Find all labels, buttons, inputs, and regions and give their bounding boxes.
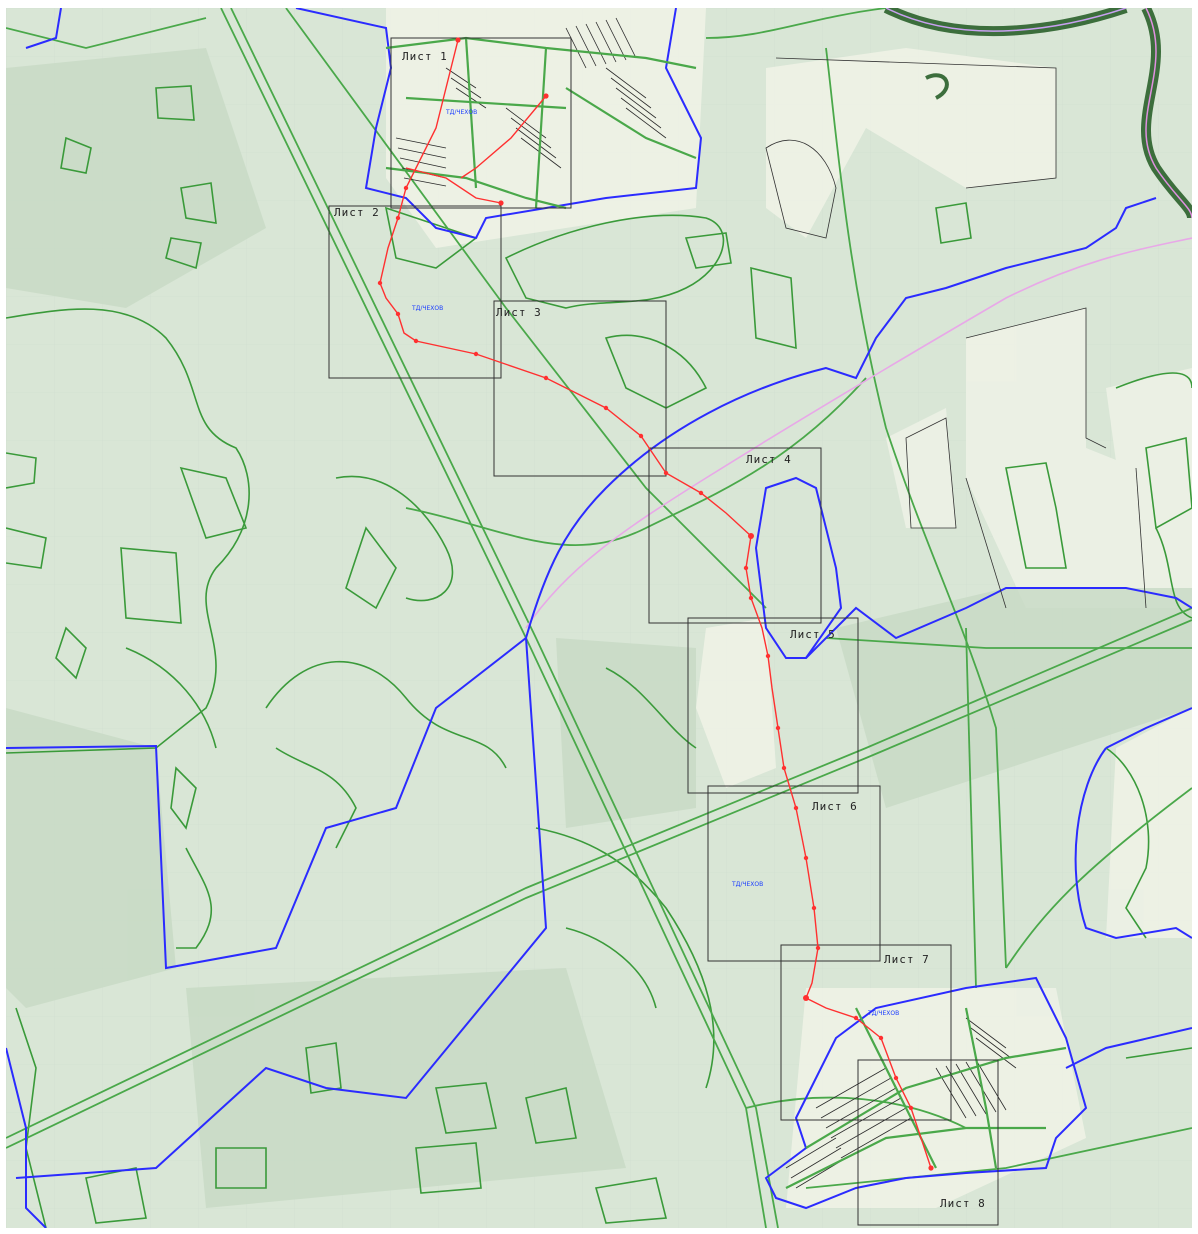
town-north-streets [395,17,667,187]
cadastral-lines [765,57,1147,609]
sheet-4-label: Лист 4 [746,453,792,466]
forest-outlines [6,85,1192,1228]
site-label: ТД/ЧЕХОВ [411,305,443,312]
sheet-2-frame [328,205,502,379]
pink-corridor-line [525,237,1192,629]
sheet-2-label: Лист 2 [334,206,380,219]
sheet-labels: Лист 1 Лист 2 Лист 3 Лист 4 Лист 5 Лист … [334,50,986,1210]
sheet-7-frame [780,944,952,1121]
clearing-areas [386,8,1192,1208]
sheet-6-frame [707,785,881,962]
sheet-8-frame [857,1059,999,1226]
sheet-3-label: Лист 3 [496,306,542,319]
forest-shading [6,48,1192,1208]
sheet-frames [328,37,999,1226]
settlement-boundaries [6,8,1192,1228]
sheet-7-label: Лист 7 [884,953,930,966]
map-canvas[interactable]: Лист 1 Лист 2 Лист 3 Лист 4 Лист 5 Лист … [6,8,1192,1228]
site-label: ТД/ЧЕХОВ [867,1010,899,1017]
sheet-3-frame [493,300,667,477]
roads [6,8,1192,1228]
site-label: ТД/ЧЕХОВ [445,109,477,116]
sheet-8-label: Лист 8 [940,1197,986,1210]
sheet-6-label: Лист 6 [812,800,858,813]
sheet-4-frame [648,447,822,624]
site-labels: ТД/ЧЕХОВ ТД/ЧЕХОВ ТД/ЧЕХОВ ТД/ЧЕХОВ [411,109,899,1017]
site-label: ТД/ЧЕХОВ [731,881,763,888]
sheet-5-frame [687,617,859,794]
pipeline-route-markers [377,37,934,1171]
town-south-roads [785,1007,1067,1189]
river [883,8,1192,219]
sheet-1-frame [390,37,572,209]
pipeline-route [379,39,932,1169]
sheet-5-label: Лист 5 [790,628,836,641]
sheet-1-label: Лист 1 [402,50,448,63]
town-south-streets [785,1017,1017,1189]
